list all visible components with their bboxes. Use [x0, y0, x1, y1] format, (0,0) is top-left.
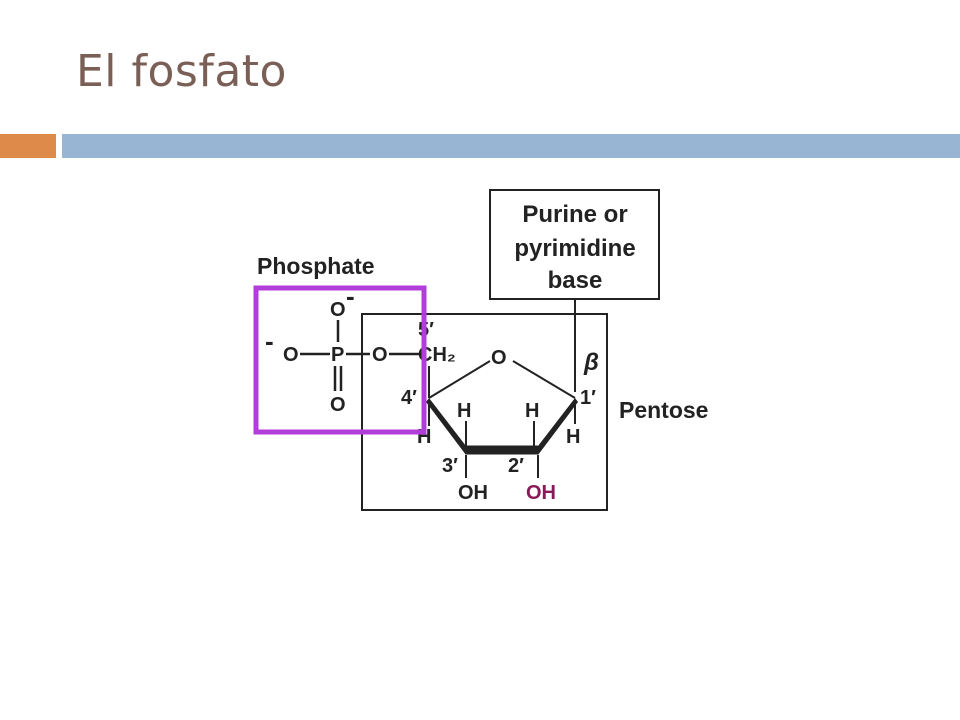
- accent-bar-blue: [62, 134, 960, 158]
- atom-ch2: CH₂: [418, 344, 456, 366]
- pos-c1: 1′: [580, 387, 596, 409]
- pos-c4: 4′: [401, 387, 417, 409]
- ring-bond-o-c1: [512, 360, 576, 399]
- charge-o-top: -: [346, 281, 355, 311]
- accent-bar-orange: [0, 134, 56, 158]
- atom-o-bridge: O: [372, 344, 388, 366]
- atom-oh-c2: OH: [526, 482, 556, 504]
- slide-title: El fosfato: [76, 46, 287, 97]
- atom-o-left: O: [283, 344, 299, 366]
- phosphate-label: Phosphate: [257, 253, 375, 279]
- phosphate-highlight-box: [253, 285, 427, 435]
- charge-o-left: -: [265, 326, 274, 356]
- ring-wedge-c4-c3: [426, 398, 466, 455]
- pentose-label: Pentose: [619, 397, 708, 423]
- atom-oh-c3: OH: [458, 482, 488, 504]
- atom-h-c2: H: [525, 400, 539, 422]
- ring-o: O: [491, 347, 507, 369]
- pos-c3: 3′: [442, 455, 458, 477]
- pentose-box: [361, 313, 608, 511]
- atom-o-double: O: [330, 394, 346, 416]
- atom-o-top: O: [330, 299, 346, 321]
- pos-c2: 2′: [508, 455, 524, 477]
- ring-wedge-c2-c1: [538, 398, 578, 455]
- atom-h-c1: H: [566, 426, 580, 448]
- base-label-line2: pyrimidine: [514, 235, 635, 262]
- base-label-line1: Purine or: [522, 201, 627, 228]
- atom-p: P: [331, 344, 344, 366]
- ring-bond-c4-o: [428, 360, 491, 399]
- atom-h-c3: H: [457, 400, 471, 422]
- base-label-line3: base: [548, 267, 603, 294]
- beta-label: β: [583, 349, 599, 376]
